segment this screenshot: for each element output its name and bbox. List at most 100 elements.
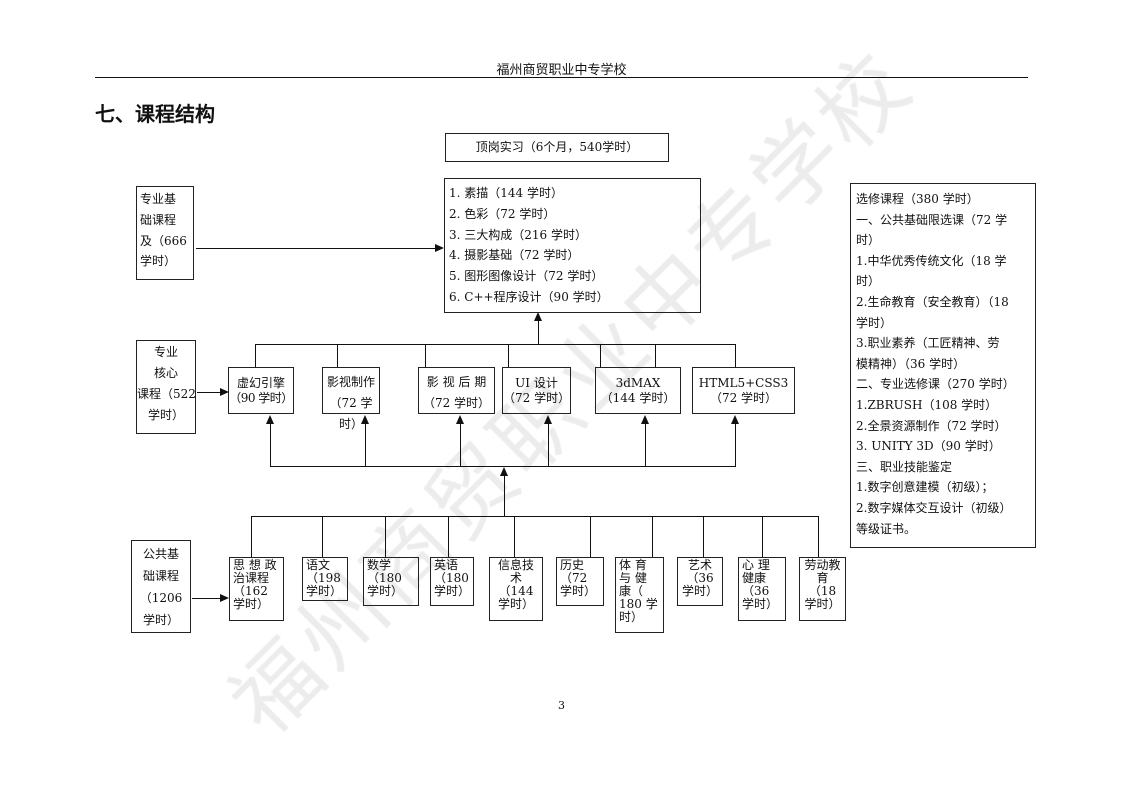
arrow-up-icon — [641, 415, 649, 424]
connector — [251, 516, 253, 557]
connector — [504, 475, 506, 516]
label-line: 础课程 — [142, 569, 179, 583]
connector — [762, 516, 764, 557]
elective-line: 2.数字媒体交互设计（初级） — [856, 500, 1012, 515]
connector — [192, 598, 221, 600]
course-hours: （72 学时） — [422, 396, 491, 410]
connector — [735, 423, 737, 466]
elective-line: 时） — [856, 233, 881, 248]
elective-line: 3. UNITY 3D（90 学时） — [856, 439, 1001, 454]
arrow-up-icon — [731, 415, 739, 424]
connector — [251, 516, 819, 518]
elective-line: 1.数字创意建模（初级）； — [856, 480, 994, 495]
public-course-box: 数学（180 学时） — [363, 557, 419, 606]
label-line: 核心 — [153, 366, 178, 380]
label-line: 学时） — [142, 613, 179, 627]
course-hours: （90 学时） — [229, 391, 293, 405]
course-hours: （72 学时） — [709, 391, 778, 405]
elective-line: 时） — [856, 274, 881, 289]
course-name: 影 视 后 期 — [426, 375, 487, 389]
arrow-up-icon — [361, 415, 369, 424]
label-line: 学时） — [147, 408, 184, 422]
core-course-box: 影视制作（72 学时） — [322, 367, 380, 431]
connector — [460, 423, 462, 466]
connector — [652, 516, 654, 557]
elective-line: 等级证书。 — [856, 521, 917, 536]
connector — [818, 516, 820, 557]
course-name: 虚幻引擎 — [236, 376, 285, 390]
label-line: 课程（522 — [137, 387, 196, 401]
elective-line: 2.全景资源制作（72 学时） — [856, 418, 1007, 433]
arrow-up-icon — [456, 415, 464, 424]
core-course-box: 3dMAX（144 学时） — [595, 367, 681, 414]
public-label-box: 公共基 础课程 （1206 学时） — [131, 540, 191, 633]
core-course-box: HTML5+CSS3（72 学时） — [692, 367, 795, 414]
label-line: 专业 — [153, 345, 178, 359]
connector — [255, 344, 736, 346]
label-line: 及（666 — [140, 233, 187, 248]
arrow-right-icon — [435, 244, 444, 252]
connector — [322, 516, 324, 557]
course-hours: （144 学时） — [600, 391, 676, 405]
connector — [385, 516, 387, 557]
header-rule — [95, 77, 1028, 78]
elective-line: 二、专业选修课（270 学时） — [856, 377, 1015, 392]
core-course-box: UI 设计（72 学时） — [502, 367, 571, 414]
course-item: 3. 三大构成（216 学时） — [449, 227, 587, 242]
label-line: 础课程 — [140, 212, 177, 227]
section-title: 七、课程结构 — [95, 102, 215, 126]
connector — [703, 516, 705, 557]
connector — [538, 318, 540, 345]
public-course-box: 思 想 政 治课程（162 学时） — [229, 557, 284, 621]
connector — [270, 466, 736, 468]
course-item: 5. 图形图像设计（72 学时） — [449, 269, 604, 284]
connector — [337, 344, 339, 367]
connector — [600, 344, 602, 367]
public-course-box: 劳动教育（18 学时） — [799, 557, 846, 621]
connector — [590, 516, 592, 557]
connector — [735, 344, 737, 367]
public-course-box: 语文（198 学时） — [302, 557, 348, 601]
electives-box: 选修课程（380 学时） 一、公共基础限选课（72 学 时） 1.中华优秀传统文… — [850, 183, 1036, 548]
course-name: 影视制作 — [326, 375, 375, 389]
course-hours: （72 学时） — [503, 391, 571, 405]
elective-line: 选修课程（380 学时） — [856, 192, 979, 206]
connector — [548, 423, 550, 466]
public-course-box: 艺术（36 学时） — [677, 557, 723, 606]
connector — [197, 392, 221, 394]
course-item: 4. 摄影基础（72 学时） — [449, 248, 580, 263]
elective-line: 2.生命教育（安全教育）（18 — [856, 294, 1009, 309]
connector — [425, 344, 427, 367]
internship-box: 顶岗实习（6个月，540学时） — [445, 133, 669, 162]
page-number: 3 — [558, 699, 565, 712]
connector — [655, 344, 657, 367]
course-item: 2. 色彩（72 学时） — [449, 206, 556, 221]
elective-line: 三、职业技能鉴定 — [856, 459, 953, 474]
core-label-box: 专业 核心 课程（522 学时） — [136, 340, 196, 434]
connector — [508, 344, 510, 367]
arrow-right-icon — [220, 388, 229, 396]
elective-line: 3.职业素养（工匠精神、劳 — [856, 336, 1000, 351]
core-course-box: 影 视 后 期 （72 学时） — [418, 367, 495, 414]
connector — [255, 344, 257, 367]
public-course-box: 体 育 与 健 康（ 180 学时） — [615, 557, 664, 633]
arrow-right-icon — [220, 594, 229, 602]
label-line: 专业基 — [140, 192, 177, 206]
course-item: 1. 素描（144 学时） — [449, 186, 563, 200]
course-name: HTML5+CSS3 — [698, 376, 789, 390]
connector — [645, 423, 647, 466]
elective-line: 学时） — [856, 315, 893, 330]
course-name: UI 设计 — [515, 376, 558, 390]
connector — [365, 423, 367, 466]
foundation-course-list: 1. 素描（144 学时） 2. 色彩（72 学时） 3. 三大构成（216 学… — [444, 178, 701, 313]
label-line: （1206 — [139, 591, 183, 605]
public-course-box: 历史（72 学时） — [556, 557, 604, 606]
elective-line: 一、公共基础限选课（72 学 — [856, 212, 1008, 227]
arrow-up-icon — [544, 415, 552, 424]
public-course-box: 信息技术（144 学时） — [489, 557, 543, 621]
course-item: 6. C++程序设计（90 学时） — [449, 289, 609, 304]
connector — [448, 516, 450, 557]
elective-line: 1.中华优秀传统文化（18 学 — [856, 253, 1007, 268]
core-course-box: 虚幻引擎（90 学时） — [228, 367, 294, 414]
